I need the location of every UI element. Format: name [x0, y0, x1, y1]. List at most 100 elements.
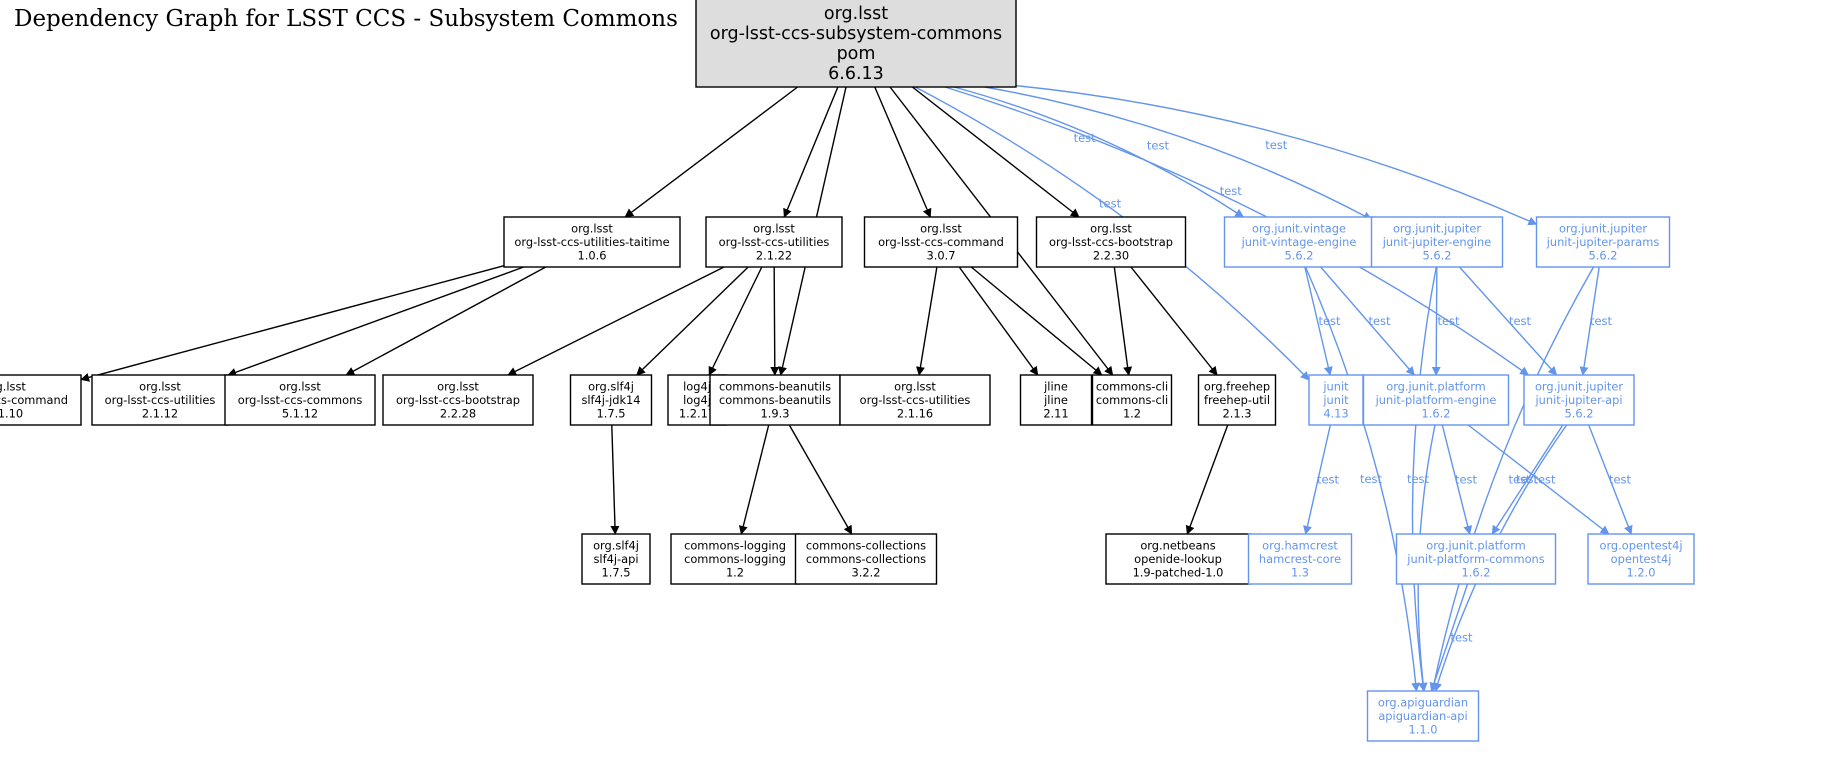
node-openide-lookup-1-9-patched-1-0: org.netbeansopenide-lookup1.9-patched-1.… — [1105, 533, 1251, 585]
node-label-line: 1.6.2 — [1422, 406, 1451, 420]
node-label-line: commons-collections — [806, 552, 926, 566]
edge-junit-to-hamcrest — [1303, 424, 1332, 535]
edge-utilities2122-to-jdk14 — [636, 266, 749, 376]
edge-label-jupiterapi-to-opentest4j: test — [1609, 473, 1632, 487]
edge-beanutils-to-logging — [738, 424, 770, 535]
edge-label-vintage-to-junit: test — [1318, 314, 1341, 328]
node-label-line: jline — [1043, 379, 1068, 393]
node-box — [0, 374, 82, 426]
node-label-line: junit — [1322, 393, 1349, 407]
node-label-line: junit-vintage-engine — [1241, 235, 1357, 249]
node-box — [1535, 216, 1671, 268]
node-box — [503, 216, 681, 268]
node-box — [1523, 374, 1635, 426]
edge-label-root-to-jupiterengine: test — [1147, 138, 1170, 152]
node-label-line: org.lsst — [920, 221, 962, 235]
edge-root-to-vintage — [953, 86, 1245, 218]
node-label-line: commons-logging — [684, 538, 786, 552]
node-label-line: junit-platform-engine — [1375, 393, 1497, 407]
node-label-line: 1.2 — [1123, 406, 1141, 420]
node-label-line: 5.1.12 — [282, 406, 318, 420]
node-label-line: org.slf4j — [593, 538, 639, 552]
node-label-line: org-lsst-ccs-command — [0, 393, 68, 407]
node-label-line: junit-jupiter-engine — [1382, 235, 1492, 249]
node-label-line: 5.6.2 — [1589, 248, 1618, 262]
node-label-line: slf4j-jdk14 — [581, 393, 640, 407]
node-label-line: hamcrest-core — [1259, 552, 1341, 566]
node-label-line: jline — [1043, 393, 1068, 407]
node-label-line: commons-beanutils — [719, 379, 831, 393]
node-label-line: 3.0.7 — [927, 248, 956, 262]
node-label-line: org.junit.jupiter — [1559, 221, 1647, 235]
node-label-line: slf4j-api — [593, 552, 638, 566]
edge-jupiterengine-to-apiguardian — [1411, 266, 1437, 692]
node-label-line: 1.6.2 — [1462, 565, 1491, 579]
edge-vintage-to-apiguardian — [1304, 266, 1421, 692]
node-label-line: 5.6.2 — [1285, 248, 1314, 262]
edge-platformcommons-to-apiguardian — [1429, 583, 1469, 692]
node-label-line: org.lsst — [894, 379, 936, 393]
node-label-line: org.junit.vintage — [1252, 221, 1346, 235]
edge-label-jupiterengine-to-apiguardian: test — [1407, 472, 1430, 486]
edge-taitime-to-command2110 — [80, 265, 505, 382]
nodes-layer: org.lsstorg-lsst-ccs-subsystem-commonspo… — [0, 0, 1695, 742]
edge-root-to-taitime — [624, 86, 799, 218]
edge-label-vintage-to-platformengine: test — [1368, 314, 1391, 328]
node-box — [1395, 533, 1557, 585]
node-label-line: commons-cli — [1096, 393, 1168, 407]
node-label-line: 1.3 — [1291, 565, 1309, 579]
node-label-line: 6.6.13 — [828, 64, 884, 84]
node-label-line: org.junit.platform — [1426, 538, 1526, 552]
edge-label-platformengine-to-opentest4j: test — [1533, 473, 1556, 487]
node-label-line: 2.1.10 — [0, 406, 23, 420]
edge-label-params-to-jupiterapi: test — [1590, 314, 1613, 328]
edge-jupiterapi-to-opentest4j — [1588, 424, 1633, 535]
node-label-line: junit — [1322, 379, 1349, 393]
edge-taitime-to-commons5112 — [345, 266, 547, 376]
node-label-line: pom — [837, 44, 876, 64]
node-label-line: commons-cli — [1096, 379, 1168, 393]
node-label-line: org.slf4j — [588, 379, 634, 393]
edge-root-to-jupiterengine — [984, 86, 1373, 221]
node-box — [1366, 690, 1480, 742]
edge-command307-to-jline — [958, 266, 1039, 376]
node-commons-collections-3-2-2: commons-collectionscommons-collections3.… — [794, 533, 938, 585]
node-box — [224, 374, 376, 426]
edge-jupiterengine-to-platformengine — [1431, 266, 1441, 376]
edge-utilities2122-to-log4j — [708, 266, 763, 376]
edge-command307-to-utilities2116 — [915, 266, 938, 376]
node-junit-jupiter-params-5-6-2: org.junit.jupiterjunit-jupiter-params5.6… — [1535, 216, 1671, 268]
node-label-line: 1.9-patched-1.0 — [1133, 565, 1224, 579]
edge-utilities2122-to-beanutils — [770, 266, 780, 376]
node-label-line: org-lsst-ccs-commons — [238, 393, 363, 407]
node-box — [1105, 533, 1251, 585]
node-label-line: org-lsst-ccs-utilities — [860, 393, 971, 407]
node-junit-platform-commons-1-6-2: org.junit.platformjunit-platform-commons… — [1395, 533, 1557, 585]
node-label-line: org.junit.jupiter — [1535, 379, 1623, 393]
node-box — [670, 533, 800, 585]
graph-title: Dependency Graph for LSST CCS - Subsyste… — [14, 6, 678, 32]
node-label-line: 2.2.28 — [440, 406, 476, 420]
node-label-line: 1.9.3 — [761, 406, 790, 420]
node-label-line: junit-jupiter-api — [1534, 393, 1622, 407]
node-label-line: 2.1.16 — [897, 406, 933, 420]
node-label-line: 1.2 — [726, 565, 744, 579]
node-box — [1370, 216, 1504, 268]
edge-root-to-utilities2122 — [783, 86, 839, 218]
edge-command307-to-cli — [970, 266, 1103, 376]
node-label-line: 1.1.0 — [1409, 722, 1438, 736]
edge-jdk14-to-slf4japi — [610, 424, 620, 535]
node-box — [1091, 374, 1173, 426]
node-box — [1308, 374, 1364, 426]
node-box — [1197, 374, 1277, 426]
